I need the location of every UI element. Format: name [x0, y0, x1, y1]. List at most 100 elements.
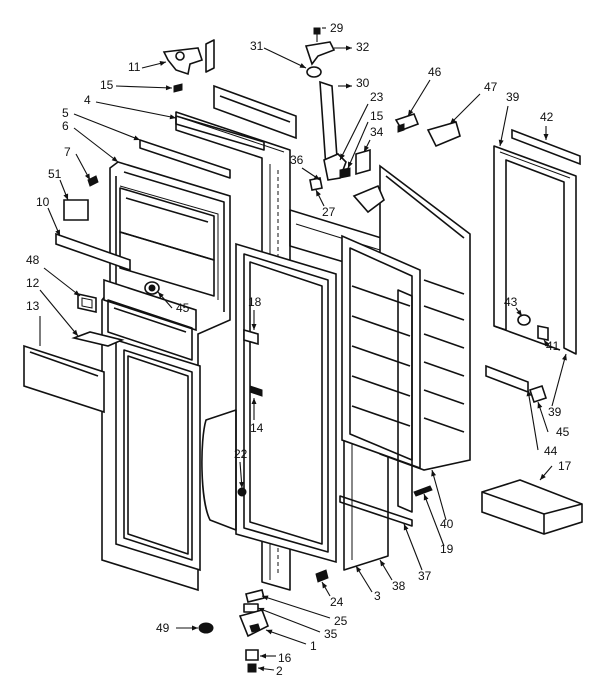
leader-arrowhead: [239, 481, 245, 488]
callout-number: 10: [36, 195, 50, 209]
leader-arrowhead: [423, 494, 429, 501]
callout-number: 48: [26, 253, 40, 267]
callout-number: 39: [506, 90, 520, 104]
leader-arrowhead: [537, 402, 543, 409]
callout-c17: 17: [539, 459, 572, 481]
leader-arrowhead: [73, 290, 80, 296]
screw-22: [237, 487, 247, 497]
callout-number: 15: [370, 109, 384, 123]
top-hinge-11: [162, 39, 215, 76]
button-45-left: [144, 281, 160, 295]
callout-c34: 34: [363, 125, 384, 153]
label-51: [63, 199, 89, 221]
callout-c22: 22: [234, 447, 248, 489]
callout-number: 30: [356, 76, 370, 90]
leader-arrowhead: [251, 324, 257, 330]
callout-c15b: 15: [347, 109, 384, 169]
callout-c48: 48: [26, 253, 81, 297]
callout-c31: 31: [250, 39, 307, 69]
callout-c38: 38: [379, 559, 406, 593]
callout-number: 11: [128, 60, 141, 74]
leader-arrowhead: [516, 309, 522, 316]
callout-c47: 47: [449, 80, 498, 125]
leader-arrowhead: [251, 398, 257, 404]
callout-c30: 30: [338, 76, 370, 90]
callout-c51: 51: [48, 167, 69, 201]
leader-line: [95, 101, 177, 119]
bushing-49: [198, 622, 214, 634]
callout-c45a: 45: [157, 291, 190, 315]
leader-arrowhead: [133, 135, 140, 141]
leader-arrowhead: [526, 390, 532, 397]
callout-c13: 13: [26, 299, 41, 346]
leader-arrowhead: [322, 582, 328, 589]
screw-2: [247, 663, 257, 673]
callout-c15a: 15: [100, 78, 173, 92]
leader-line: [73, 113, 141, 141]
callout-c19: 19: [423, 493, 454, 556]
top-trim-bar: [213, 84, 297, 140]
leader-arrowhead: [158, 292, 164, 299]
callout-c3: 3: [355, 565, 381, 603]
screw-15-center: [339, 167, 351, 179]
callout-number: 40: [440, 517, 454, 531]
callout-c35: 35: [257, 607, 338, 641]
trim-strip-10: [55, 232, 131, 272]
leader-arrowhead: [313, 174, 320, 180]
leader-arrowhead: [356, 566, 362, 573]
callout-c46: 46: [407, 65, 442, 117]
leader-arrowhead: [169, 114, 176, 120]
trim-strip-4: [175, 115, 265, 151]
callout-c49: 49: [156, 621, 198, 635]
callout-c40: 40: [431, 469, 454, 531]
leader-line: [431, 469, 447, 521]
leader-arrowhead: [408, 109, 414, 116]
door-shelves: [351, 279, 465, 433]
leader-arrowhead: [346, 45, 352, 51]
callout-number: 15: [100, 78, 114, 92]
callout-number: 4: [84, 93, 91, 107]
callout-number: 49: [156, 621, 170, 635]
callout-number: 13: [26, 299, 40, 313]
lower-bar-44: [485, 364, 529, 394]
leader-line: [261, 595, 331, 619]
leader-line: [257, 607, 321, 633]
drip-tray-frame-13: [23, 344, 105, 414]
dispenser-bezel-48: [77, 293, 97, 313]
leader-arrowhead: [63, 193, 69, 200]
callout-c16: 16: [260, 651, 292, 665]
clip-41: [537, 325, 549, 341]
callout-number: 35: [324, 627, 338, 641]
leader-line: [39, 289, 79, 337]
leader-line: [407, 79, 431, 117]
callout-c7: 7: [64, 145, 91, 181]
leader-arrowhead: [72, 329, 78, 336]
hinge-47: [426, 121, 461, 148]
callout-number: 12: [26, 276, 40, 290]
leader-arrowhead: [450, 117, 457, 124]
leader-arrowhead: [346, 83, 352, 89]
callout-c2: 2: [257, 664, 283, 678]
leader-line: [403, 523, 423, 571]
leader-arrowhead: [403, 524, 409, 531]
clip-18: [243, 328, 259, 346]
callout-number: 2: [276, 664, 283, 678]
callout-number: 42: [540, 110, 554, 124]
leader-arrowhead: [364, 145, 369, 152]
callout-number: 45: [556, 425, 570, 439]
callout-number: 18: [248, 295, 262, 309]
screw-15-top: [173, 83, 183, 93]
screw-7: [87, 175, 99, 187]
freezer-inner-panel: [235, 242, 337, 564]
callout-c44: 44: [526, 389, 558, 458]
callout-c5: 5: [62, 106, 141, 141]
callout-number: 39: [548, 405, 562, 419]
leader-arrowhead: [84, 173, 90, 180]
callout-number: 5: [62, 106, 69, 120]
gasket-39: [493, 145, 577, 355]
callout-c37: 37: [403, 523, 432, 583]
leader-line: [73, 127, 119, 163]
